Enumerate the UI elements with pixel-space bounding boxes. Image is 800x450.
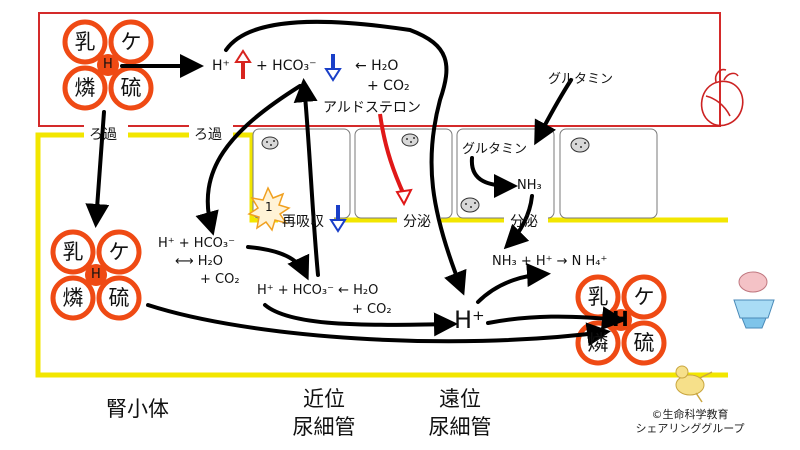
secretion-label-1: 分泌: [403, 214, 431, 230]
arrow-hco3-reabsorption: [293, 78, 320, 277]
clover-glomerulus-lactate: 乳: [62, 240, 84, 264]
eq2-line1: H⁺ + HCO₃⁻ ← H₂O: [257, 283, 379, 298]
mascot-logo: [675, 365, 713, 403]
starburst-badge: [247, 186, 291, 232]
tubule-cells: [252, 128, 658, 219]
clover-urine-phosphate: 燐: [587, 331, 609, 355]
section-distal-line1: 遠位: [439, 387, 481, 411]
nucleus-3: [460, 197, 480, 213]
eq2-line2: + CO₂: [352, 302, 392, 317]
arrow-glomerular-filtration: [85, 110, 110, 228]
arrow-bigh-to-ammonium: [476, 263, 551, 304]
hco3-decrease-arrow: [324, 54, 342, 82]
clover-blood-phosphate: 燐: [74, 76, 96, 100]
reabsorption-label: 再吸収: [282, 214, 324, 230]
eq1-line1: H⁺ + HCO₃⁻: [158, 236, 235, 251]
cell-glutamine-label: グルタミン: [462, 142, 528, 157]
blood-glutamine-label: グルタミン: [548, 72, 614, 87]
section-proximal-line2: 尿細管: [292, 415, 356, 439]
clover-urine-h: H: [612, 307, 629, 331]
flow-arrows: [85, 19, 626, 347]
clover-glomerulus-h: H: [91, 267, 101, 282]
arrow-nh3-secretion: [503, 194, 534, 250]
credit-line2: シェアリンググループ: [635, 422, 745, 435]
clover-urine-lactate: 乳: [587, 285, 609, 309]
section-distal-line2: 尿細管: [428, 415, 492, 439]
clover-urine-sulfate: 硫: [633, 331, 655, 355]
clover-glomerulus-sulfate: 硫: [108, 286, 130, 310]
clover-blood-h: H: [103, 57, 113, 72]
clover-blood-keto: ケ: [120, 30, 142, 54]
clover-urine-keto: ケ: [633, 285, 655, 309]
toilet-icon: [733, 271, 775, 329]
nucleus-2: [401, 133, 419, 147]
arrow-glutamine-to-nh3: [469, 156, 518, 198]
arrow-bigh-to-clover: [486, 306, 626, 331]
eq1-line3: + CO₂: [200, 272, 240, 287]
clover-blood-lactate: 乳: [74, 30, 96, 54]
clover-blood: [62, 19, 154, 111]
section-glomerulus: 腎小体: [106, 397, 169, 421]
blood-from-water: ← H₂O: [355, 58, 399, 74]
aldosterone-label: アルドステロン: [323, 100, 421, 116]
starburst-number: 1: [265, 200, 273, 214]
clover-blood-sulfate: 硫: [120, 76, 142, 100]
big-h-plus: H⁺: [454, 306, 485, 334]
filtration-label-left: ろ過: [89, 127, 117, 143]
arrow-glutamine-into-cell: [534, 78, 573, 146]
arrow-blood-h-secretion: [224, 19, 467, 296]
blood-plus-co2: + CO₂: [367, 78, 410, 94]
section-proximal-line1: 近位: [303, 387, 345, 411]
cell-nh3-label: NH₃: [517, 178, 542, 193]
clover-glomerulus-keto: ケ: [108, 240, 130, 264]
heart-icon: [700, 68, 744, 127]
filtration-label-mid: ろ過: [194, 127, 222, 143]
blood-region: [38, 12, 721, 127]
arrow-hco3-to-filtrate: [195, 84, 302, 236]
arrow-h-to-bigh: [263, 303, 458, 337]
eq1-line2: ⟷ H₂O: [175, 254, 223, 269]
secretion-label-2: 分泌: [510, 214, 538, 230]
aldosterone-arrow: [378, 113, 406, 196]
nucleus-4: [570, 137, 590, 153]
credit-block: ©生命科学教育 シェアリンググループ: [600, 408, 780, 436]
credit-line1: ©生命科学教育: [651, 408, 729, 421]
ammonium-equation: NH₃ + H⁺ → N H₄⁺: [492, 254, 608, 269]
reabsorption-decrease-arrow: [329, 205, 347, 233]
clover-glomerulus: [50, 229, 142, 321]
clover-glomerulus-phosphate: 燐: [62, 286, 84, 310]
nucleus-1: [261, 136, 279, 150]
blood-hco3: + HCO₃⁻: [256, 58, 317, 74]
h-increase-arrow: [234, 49, 252, 79]
arrow-clover-to-urine: [146, 303, 611, 347]
blood-h-plus: H⁺: [212, 58, 230, 74]
arrow-eq1-to-eq2: [246, 245, 310, 281]
